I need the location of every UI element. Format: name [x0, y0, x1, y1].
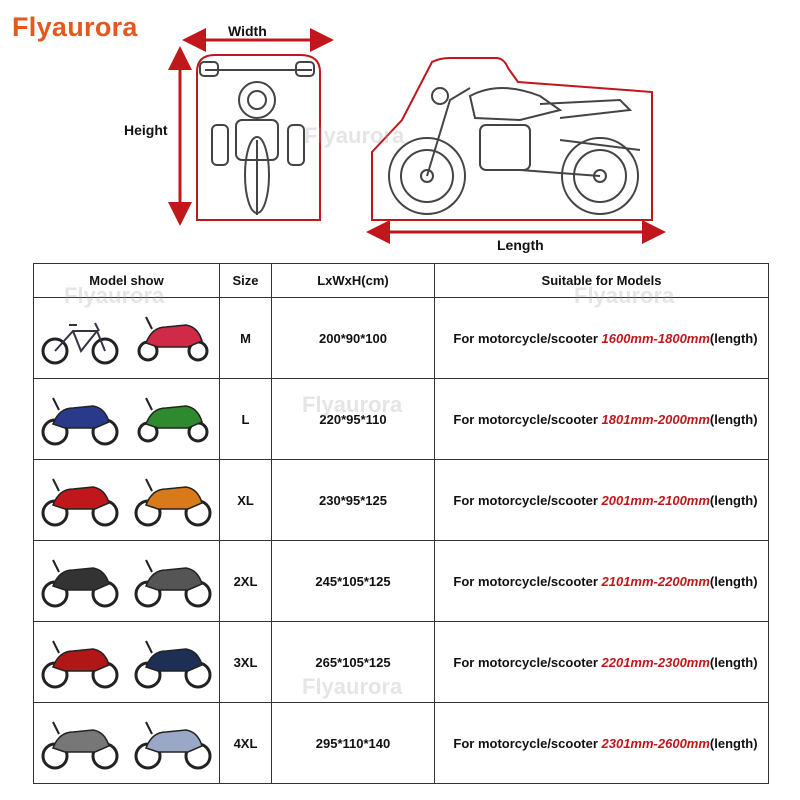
- side-cover-outline: [371, 57, 653, 221]
- suitable-prefix: For motorcycle/scooter: [453, 573, 602, 589]
- length-range: 1801mm-2000mm: [601, 411, 710, 427]
- sportbike-icon: [41, 478, 119, 527]
- suitable-models-cell: For motorcycle/scooter 2301mm-2600mm(len…: [434, 702, 769, 784]
- suitable-models-cell: For motorcycle/scooter 1801mm-2000mm(len…: [434, 378, 769, 460]
- size-cell: M: [219, 297, 272, 379]
- suitable-suffix: (length): [709, 411, 758, 427]
- motorcycle-icon: [134, 559, 212, 608]
- dimensions-cell: 200*90*100: [271, 297, 435, 379]
- model-show-cell: [33, 702, 220, 784]
- size-cell: 3XL: [219, 621, 272, 703]
- front-motorcycle-icon: [199, 61, 315, 215]
- size-table: Model show Size LxWxH(cm) Suitable for M…: [33, 263, 769, 784]
- sportbike-icon: [134, 478, 212, 527]
- touring-icon: [134, 640, 212, 689]
- model-show-cell: [33, 540, 220, 622]
- length-range: 2001mm-2100mm: [601, 492, 710, 508]
- cruiser-icon: [41, 721, 119, 770]
- header-model-show: Model show: [33, 263, 220, 298]
- suitable-suffix: (length): [709, 654, 758, 670]
- dimensions-cell: 265*105*125: [271, 621, 435, 703]
- suitable-suffix: (length): [709, 492, 758, 508]
- scooter-icon: [137, 397, 209, 443]
- length-range: 2101mm-2200mm: [601, 573, 710, 589]
- header-dimensions: LxWxH(cm): [271, 263, 435, 298]
- width-label: Width: [228, 23, 267, 39]
- model-show-cell: [33, 297, 220, 379]
- model-show-cell: [33, 459, 220, 541]
- size-cell: XL: [219, 459, 272, 541]
- touring-icon: [41, 640, 119, 689]
- suitable-suffix: (length): [709, 330, 758, 346]
- dimensions-cell: 220*95*110: [271, 378, 435, 460]
- table-header-row: Model show Size LxWxH(cm) Suitable for M…: [33, 263, 769, 298]
- header-suitable-models: Suitable for Models: [434, 263, 769, 298]
- suitable-prefix: For motorcycle/scooter: [453, 492, 602, 508]
- suitable-models-cell: For motorcycle/scooter 2201mm-2300mm(len…: [434, 621, 769, 703]
- cruiser-icon: [134, 721, 212, 770]
- length-label: Length: [497, 237, 544, 253]
- suitable-prefix: For motorcycle/scooter: [453, 330, 602, 346]
- suitable-models-cell: For motorcycle/scooter 2101mm-2200mm(len…: [434, 540, 769, 622]
- bicycle-icon: [41, 322, 119, 365]
- dimensions-cell: 245*105*125: [271, 540, 435, 622]
- scooter-icon: [137, 316, 209, 362]
- size-cell: L: [219, 378, 272, 460]
- height-label: Height: [124, 122, 168, 138]
- header-size: Size: [219, 263, 272, 298]
- cover-dimension-diagram: [168, 28, 666, 244]
- dirtbike-icon: [41, 559, 119, 608]
- side-motorcycle-icon: [388, 87, 641, 215]
- dimensions-cell: 230*95*125: [271, 459, 435, 541]
- length-range: 2201mm-2300mm: [601, 654, 710, 670]
- suitable-models-cell: For motorcycle/scooter 2001mm-2100mm(len…: [434, 459, 769, 541]
- length-range: 1600mm-1800mm: [601, 330, 710, 346]
- size-cell: 2XL: [219, 540, 272, 622]
- dimensions-cell: 295*110*140: [271, 702, 435, 784]
- motorcycle-icon: [41, 397, 119, 446]
- suitable-suffix: (length): [709, 735, 758, 751]
- suitable-suffix: (length): [709, 573, 758, 589]
- model-show-cell: [33, 621, 220, 703]
- length-range: 2301mm-2600mm: [601, 735, 710, 751]
- suitable-prefix: For motorcycle/scooter: [453, 654, 602, 670]
- suitable-prefix: For motorcycle/scooter: [453, 735, 602, 751]
- suitable-models-cell: For motorcycle/scooter 1600mm-1800mm(len…: [434, 297, 769, 379]
- front-cover-outline: [196, 54, 321, 221]
- brand-logo: Flyaurora: [12, 12, 138, 42]
- size-cell: 4XL: [219, 702, 272, 784]
- suitable-prefix: For motorcycle/scooter: [453, 411, 602, 427]
- model-show-cell: [33, 378, 220, 460]
